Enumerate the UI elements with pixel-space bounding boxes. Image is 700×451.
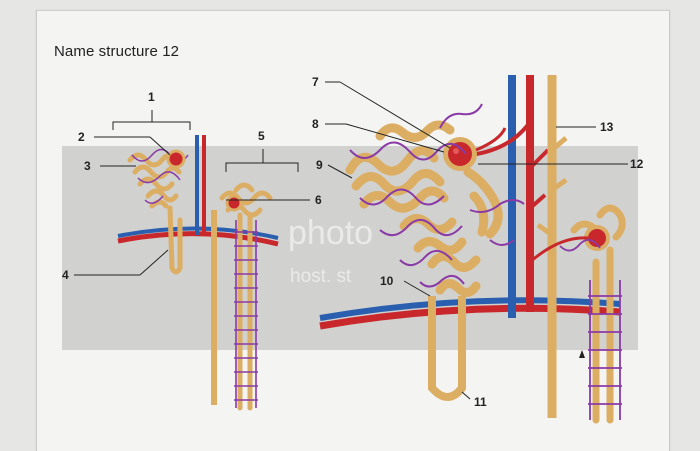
label-8: 8 — [312, 117, 319, 131]
watermark-sub: host. st — [290, 266, 352, 287]
label-4: 4 — [62, 268, 69, 282]
juxtamedullary-nephron-illustration — [319, 75, 626, 424]
label-9: 9 — [316, 158, 323, 172]
question-text: Name structure 12 — [54, 43, 180, 60]
label-1: 1 — [148, 90, 155, 104]
label-7: 7 — [312, 75, 319, 89]
label-5: 5 — [258, 129, 265, 143]
watermark-brand: photo — [288, 214, 373, 252]
label-13: 13 — [600, 120, 614, 134]
label-12: 12 — [630, 157, 644, 171]
label-2: 2 — [78, 130, 85, 144]
label-11: 11 — [474, 395, 487, 409]
label-3: 3 — [84, 159, 91, 173]
label-10: 10 — [380, 274, 394, 288]
label-6: 6 — [315, 193, 322, 207]
cortical-nephron-illustration — [117, 135, 279, 411]
leader-lines — [74, 81, 628, 400]
